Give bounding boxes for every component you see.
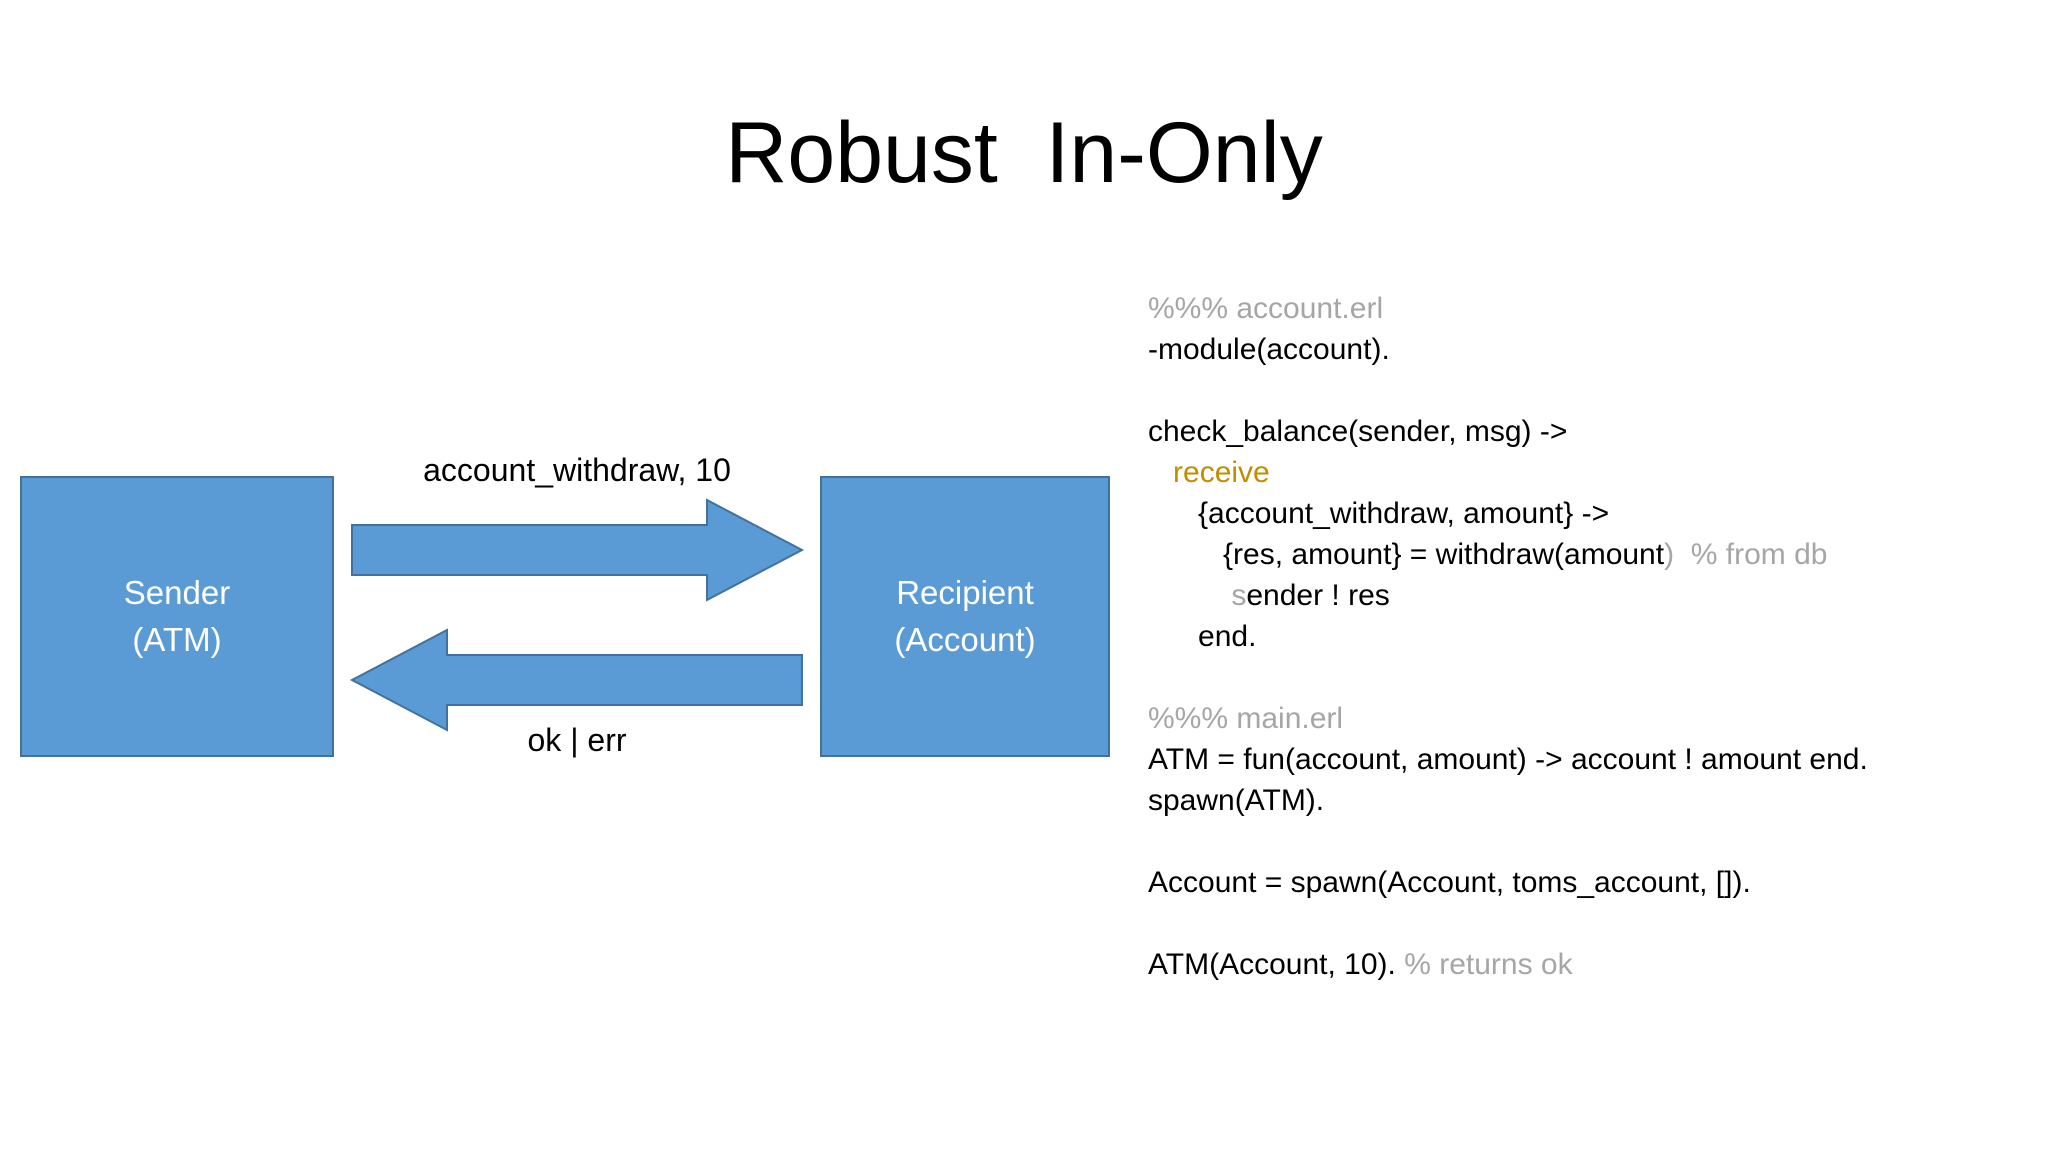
code-line: ATM(Account, 10). % returns ok	[1148, 944, 2028, 985]
code-line: end.	[1148, 616, 2028, 657]
code-token-plain: ATM = fun(account, amount) -> account ! …	[1148, 743, 1868, 776]
code-line: %%% main.erl	[1148, 698, 2028, 739]
code-line: spawn(ATM).	[1148, 780, 2028, 821]
code-token-plain: {res, amount} = withdraw(amount	[1148, 538, 1665, 571]
code-token-dim: )	[1664, 538, 1675, 571]
code-line-blank	[1148, 657, 2028, 698]
edge-label-request: account_withdraw, 10	[423, 452, 731, 488]
arrow-left-icon	[349, 628, 803, 732]
code-token-dim: s	[1231, 579, 1247, 612]
diagram-node-recipient-line2: (Account)	[894, 620, 1036, 658]
diagram-node-sender-line1: Sender	[123, 573, 231, 611]
diagram-node-recipient-line1: Recipient	[896, 573, 1034, 611]
code-token-comment: % from db	[1674, 538, 1828, 571]
code-line: %%% account.erl	[1148, 288, 2028, 329]
diagram-node-sender[interactable]: Sender (ATM)	[20, 476, 334, 757]
code-token-plain	[1148, 456, 1173, 489]
code-line: ATM = fun(account, amount) -> account ! …	[1148, 739, 2028, 780]
code-token-plain: check_balance(sender, msg) ->	[1148, 415, 1568, 448]
code-line-blank	[1148, 903, 2028, 944]
code-line: -module(account).	[1148, 329, 2028, 370]
code-token-comment: %%% main.erl	[1148, 702, 1344, 735]
code-token-comment: % returns ok	[1404, 948, 1573, 981]
code-token-plain: end.	[1148, 620, 1257, 653]
code-token-comment: %%% account.erl	[1148, 292, 1384, 325]
code-token-plain: {account_withdraw, amount} ->	[1148, 497, 1610, 530]
code-line-blank	[1148, 370, 2028, 411]
code-line: sender ! res	[1148, 575, 2028, 616]
sequence-diagram: Sender (ATM) Recipient (Account) account…	[20, 452, 1110, 758]
code-token-plain: Account = spawn(Account, toms_account, […	[1148, 866, 1751, 899]
diagram-node-recipient[interactable]: Recipient (Account)	[820, 476, 1110, 757]
code-line: check_balance(sender, msg) ->	[1148, 411, 2028, 452]
code-listing: %%% account.erl -module(account). check_b…	[1148, 288, 2028, 985]
code-token-plain: ATM(Account, 10).	[1148, 948, 1405, 981]
code-line: {account_withdraw, amount} ->	[1148, 493, 2028, 534]
code-token-plain: -module(account).	[1148, 333, 1390, 366]
code-line-blank	[1148, 821, 2028, 862]
diagram-node-sender-line2: (ATM)	[132, 620, 222, 658]
code-line: receive	[1148, 452, 2028, 493]
code-line: Account = spawn(Account, toms_account, […	[1148, 862, 2028, 903]
code-token-plain: spawn(ATM).	[1148, 784, 1325, 817]
code-token-keyword: receive	[1173, 456, 1270, 489]
code-token-plain: ender ! res	[1246, 579, 1390, 612]
page-title: Robust In-Only	[725, 105, 1323, 201]
code-token-plain	[1148, 579, 1231, 612]
arrow-right-icon	[351, 498, 805, 602]
code-line: {res, amount} = withdraw(amount) % from …	[1148, 534, 2028, 575]
edge-label-response: ok | err	[527, 722, 627, 758]
